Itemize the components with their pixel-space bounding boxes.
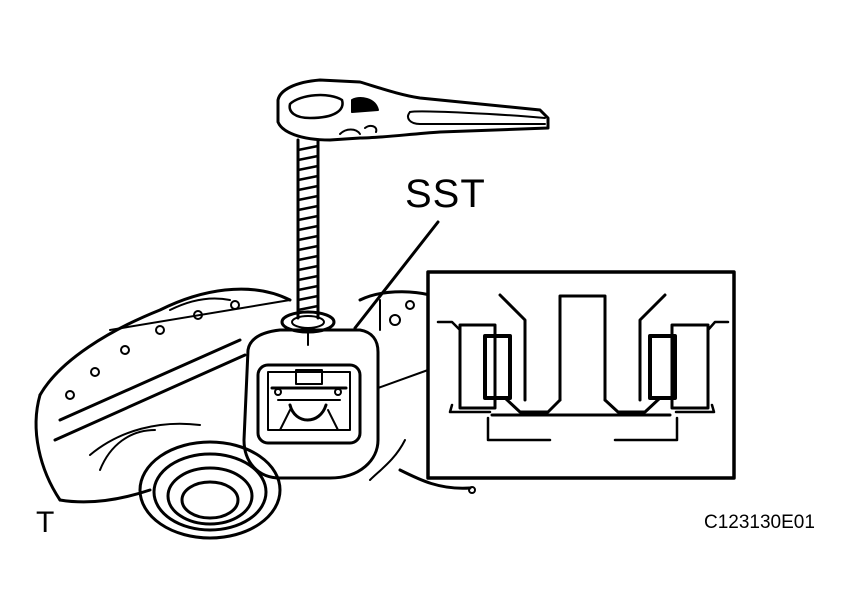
sst-label: SST — [405, 172, 486, 216]
figure-code-label: C123130E01 — [704, 512, 815, 533]
sst-leader-line — [353, 220, 440, 330]
transaxle-case — [34, 287, 476, 504]
detail-inset — [426, 270, 736, 480]
view-marker-label: T — [36, 506, 55, 539]
inset-connector — [377, 369, 429, 389]
adjustable-wrench — [276, 78, 550, 142]
case-bore — [138, 440, 282, 540]
threaded-bolt — [296, 138, 320, 320]
special-service-tool — [242, 310, 380, 480]
